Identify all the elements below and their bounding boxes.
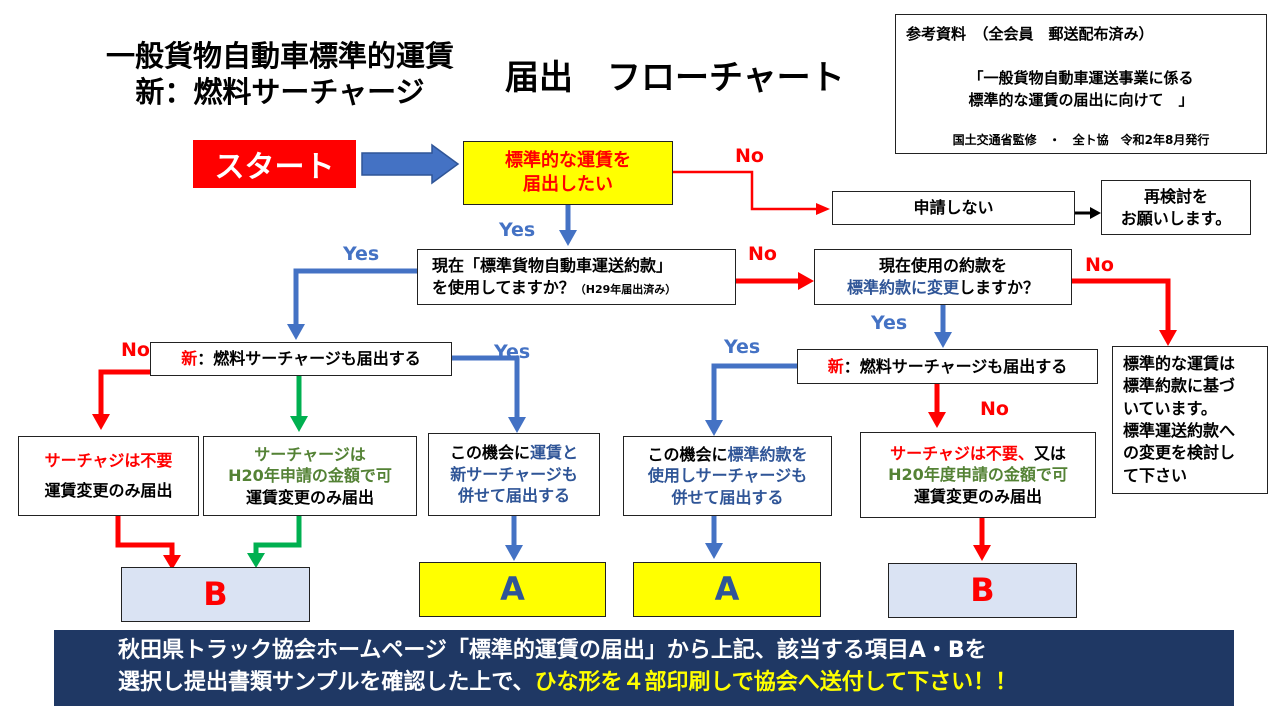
outcome-b3-red: サーチャジは不要、 [890,443,1034,463]
result-b-right-label: B [970,570,995,609]
q1-line2: 届出したい [523,174,613,195]
q2-line2: を使用してますか？（H29年届出済み） [432,277,676,299]
outcome-a2-line2: 使用しサーチャージも [647,466,808,486]
question-submit-standard-rate: 標準的な運賃を 届出したい [463,141,673,205]
not-applying-label: 申請しない [913,198,994,218]
outcome-b3-line3: 運賃変更のみ届出 [913,486,1042,506]
question-current-contract: 現在「標準貨物自動車運送約款」 を使用してますか？（H29年届出済み） [417,249,736,305]
label-no-q3: No [1085,254,1114,276]
surcharge-left-prefix: 新 [181,349,198,369]
label-yes-surcharge-right: Yes [724,336,761,358]
surcharge-question-left: 新：燃料サーチャージも届出する [150,342,452,376]
result-a-left: A [419,562,606,617]
label-yes-q2: Yes [343,243,380,265]
start-arrow [361,143,460,185]
outcome-b1-line1: サーチャジは不要 [44,450,173,470]
reference-doc-line1: 「一般貨物自動車運送事業に係る [968,69,1194,87]
surcharge-right-rest: ：燃料サーチャージも届出する [843,356,1068,376]
note-line5: の変更を検討し [1123,443,1236,463]
title-line1: 一般貨物自動車標準的運賃 [105,39,454,73]
label-no-q1: No [735,145,764,167]
reconsider-line1: 再検討を [1143,186,1208,206]
banner-line1: 秋田県トラック協会ホームページ「標準的運賃の届出」から上記、該当する項目A・Bを [118,638,987,663]
surcharge-right-prefix: 新 [827,356,844,376]
note-line3: いています。 [1123,398,1217,418]
flowchart-title: 届出 フローチャート [505,58,845,98]
reference-heading: 参考資料 （全会員 郵送配布済み） [906,25,1154,43]
outcome-b1-line2: 運賃変更のみ届出 [44,481,173,500]
result-b-right: B [888,563,1077,618]
outcome-a2-line3: 併せて届出する [671,487,784,507]
result-a-right: A [633,562,821,617]
q2-note: （H29年届出済み） [574,283,677,296]
note-line2: 標準約款に基づ [1123,376,1236,396]
start-button: スタート [193,140,356,188]
start-label: スタート [214,150,335,185]
outcome-h20-surcharge: サーチャージは H20年申請の金額で可 運賃変更のみ届出 [203,436,417,516]
result-b-left: B [121,567,310,622]
question-change-contract: 現在使用の約款を 標準約款に変更しますか？ [814,249,1072,305]
q1-line1: 標準的な運賃を [505,149,631,171]
outcome-no-surcharge: サーチャジは不要 運賃変更のみ届出 [18,436,199,516]
reconsider-box: 再検討を お願いします。 [1101,180,1251,235]
label-no-q2: No [748,243,777,265]
result-b-left-label: B [203,574,228,613]
surcharge-left-rest: ：燃料サーチャージも届出する [197,349,421,369]
reference-doc-title: 「一般貨物自動車運送事業に係る 標準的な運賃の届出に向けて 」 [896,67,1266,111]
not-applying-box: 申請しない [832,191,1075,225]
outcome-a1-line3: 併せて届出する [457,486,570,506]
note-line4: 標準運送約款へ [1123,421,1236,440]
outcome-b3-line2: H20年度申請の金額で可 [888,465,1068,485]
surcharge-left-text: 新：燃料サーチャージも届出する [181,348,421,370]
outcome-a2-line1: この機会に標準約款を [647,444,807,466]
note-line6: て下さい [1123,465,1188,485]
label-no-surcharge-right: No [980,398,1009,420]
banner-line2-text: 選択し提出書類サンプルを確認した上で、 [118,670,535,695]
reference-box: 参考資料 （全会員 郵送配布済み） 「一般貨物自動車運送事業に係る 標準的な運賃… [895,14,1267,154]
label-no-surcharge-left: No [121,339,150,361]
outcome-a2-pre: この機会に [647,444,728,464]
reconsider-line2: お願いします。 [1120,208,1232,228]
outcome-b3-tail: 又は [1033,443,1066,463]
q3-line2-rest: しますか？ [959,278,1040,297]
reference-footer: 国土交通省監修 ・ 全ト協 令和2年8月発行 [952,133,1210,147]
banner-line2-highlight: ひな形を４部印刷しで協会へ送付して下さい！！ [534,670,1018,695]
result-a-left-label: A [500,569,525,608]
outcome-b3-line1: サーチャジは不要、又は [890,443,1066,465]
q3-line2-highlight: 標準約款に変更 [846,278,959,297]
title-line2: 新：燃料サーチャージ [135,75,425,109]
outcome-a1-line1: この機会に運賃と [450,442,578,464]
q3-line2: 標準約款に変更しますか？ [847,277,1039,299]
q2-line2-text: を使用してますか？ [432,278,575,297]
label-yes-q1: Yes [499,219,536,241]
outcome-b2-line3: 運賃変更のみ届出 [245,487,374,507]
standard-contract-note: 標準的な運賃は 標準約款に基づ いています。 標準運送約款へ の変更を検討し て… [1112,346,1268,494]
surcharge-right-text: 新：燃料サーチャージも届出する [828,356,1068,378]
banner-line2: 選択し提出書類サンプルを確認した上で、ひな形を４部印刷しで協会へ送付して下さい！… [118,667,1234,699]
surcharge-question-right: 新：燃料サーチャージも届出する [797,349,1098,384]
label-yes-q3: Yes [871,312,908,334]
outcome-standard-contract: この機会に標準約款を 使用しサーチャージも 併せて届出する [623,436,832,516]
outcome-b2-line2: H20年申請の金額で可 [228,466,392,486]
outcome-a1-line2: 新サーチャージも [450,464,578,484]
outcome-a2-blue1: 標準約款を [727,444,808,464]
q3-line1: 現在使用の約款を [878,256,1007,276]
outcome-b2-line1: サーチャージは [254,444,366,464]
note-line1: 標準的な運賃は [1123,353,1236,373]
label-yes-surcharge-left: Yes [494,341,531,363]
outcome-a1-blue1: 運賃と [530,443,579,463]
outcome-a1-pre: この機会に [449,443,530,463]
outcome-surcharge-optional: サーチャジは不要、又は H20年度申請の金額で可 運賃変更のみ届出 [860,432,1096,518]
outcome-rate-and-surcharge: この機会に運賃と 新サーチャージも 併せて届出する [428,433,600,516]
reference-doc-line2: 標準的な運賃の届出に向けて 」 [968,91,1194,109]
result-a-right-label: A [714,569,740,608]
instruction-banner: 秋田県トラック協会ホームページ「標準的運賃の届出」から上記、該当する項目A・Bを… [54,630,1234,706]
page-title: 一般貨物自動車標準的運賃 新：燃料サーチャージ [70,38,490,110]
q2-line1: 現在「標準貨物自動車運送約款」 [432,256,673,276]
